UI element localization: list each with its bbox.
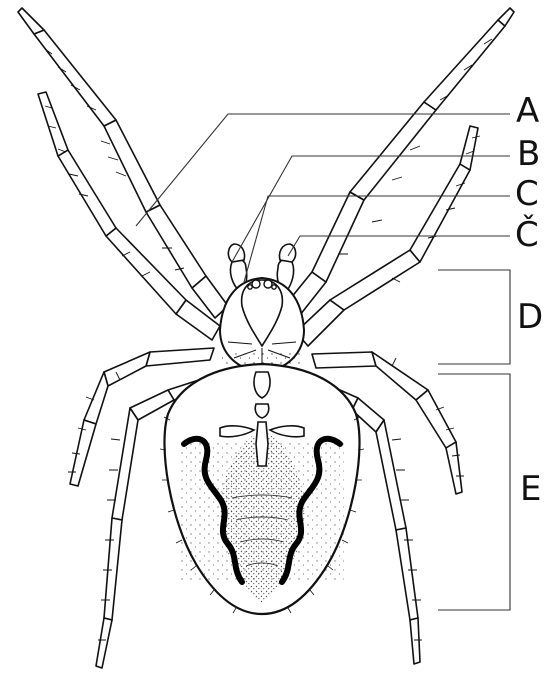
leg-left-2 [38,92,220,340]
bracket-E [438,374,510,610]
label-d: D [517,300,543,334]
label-a: A [516,94,539,128]
leader-A [136,114,510,226]
label-c-caron: Č [515,218,539,252]
abdomen [160,364,364,614]
label-b: B [517,137,540,171]
leg-left-1 [18,8,228,318]
label-c: C [515,177,539,211]
bracket-D [438,270,510,364]
label-e: E [520,472,541,506]
cephalothorax [220,278,304,372]
